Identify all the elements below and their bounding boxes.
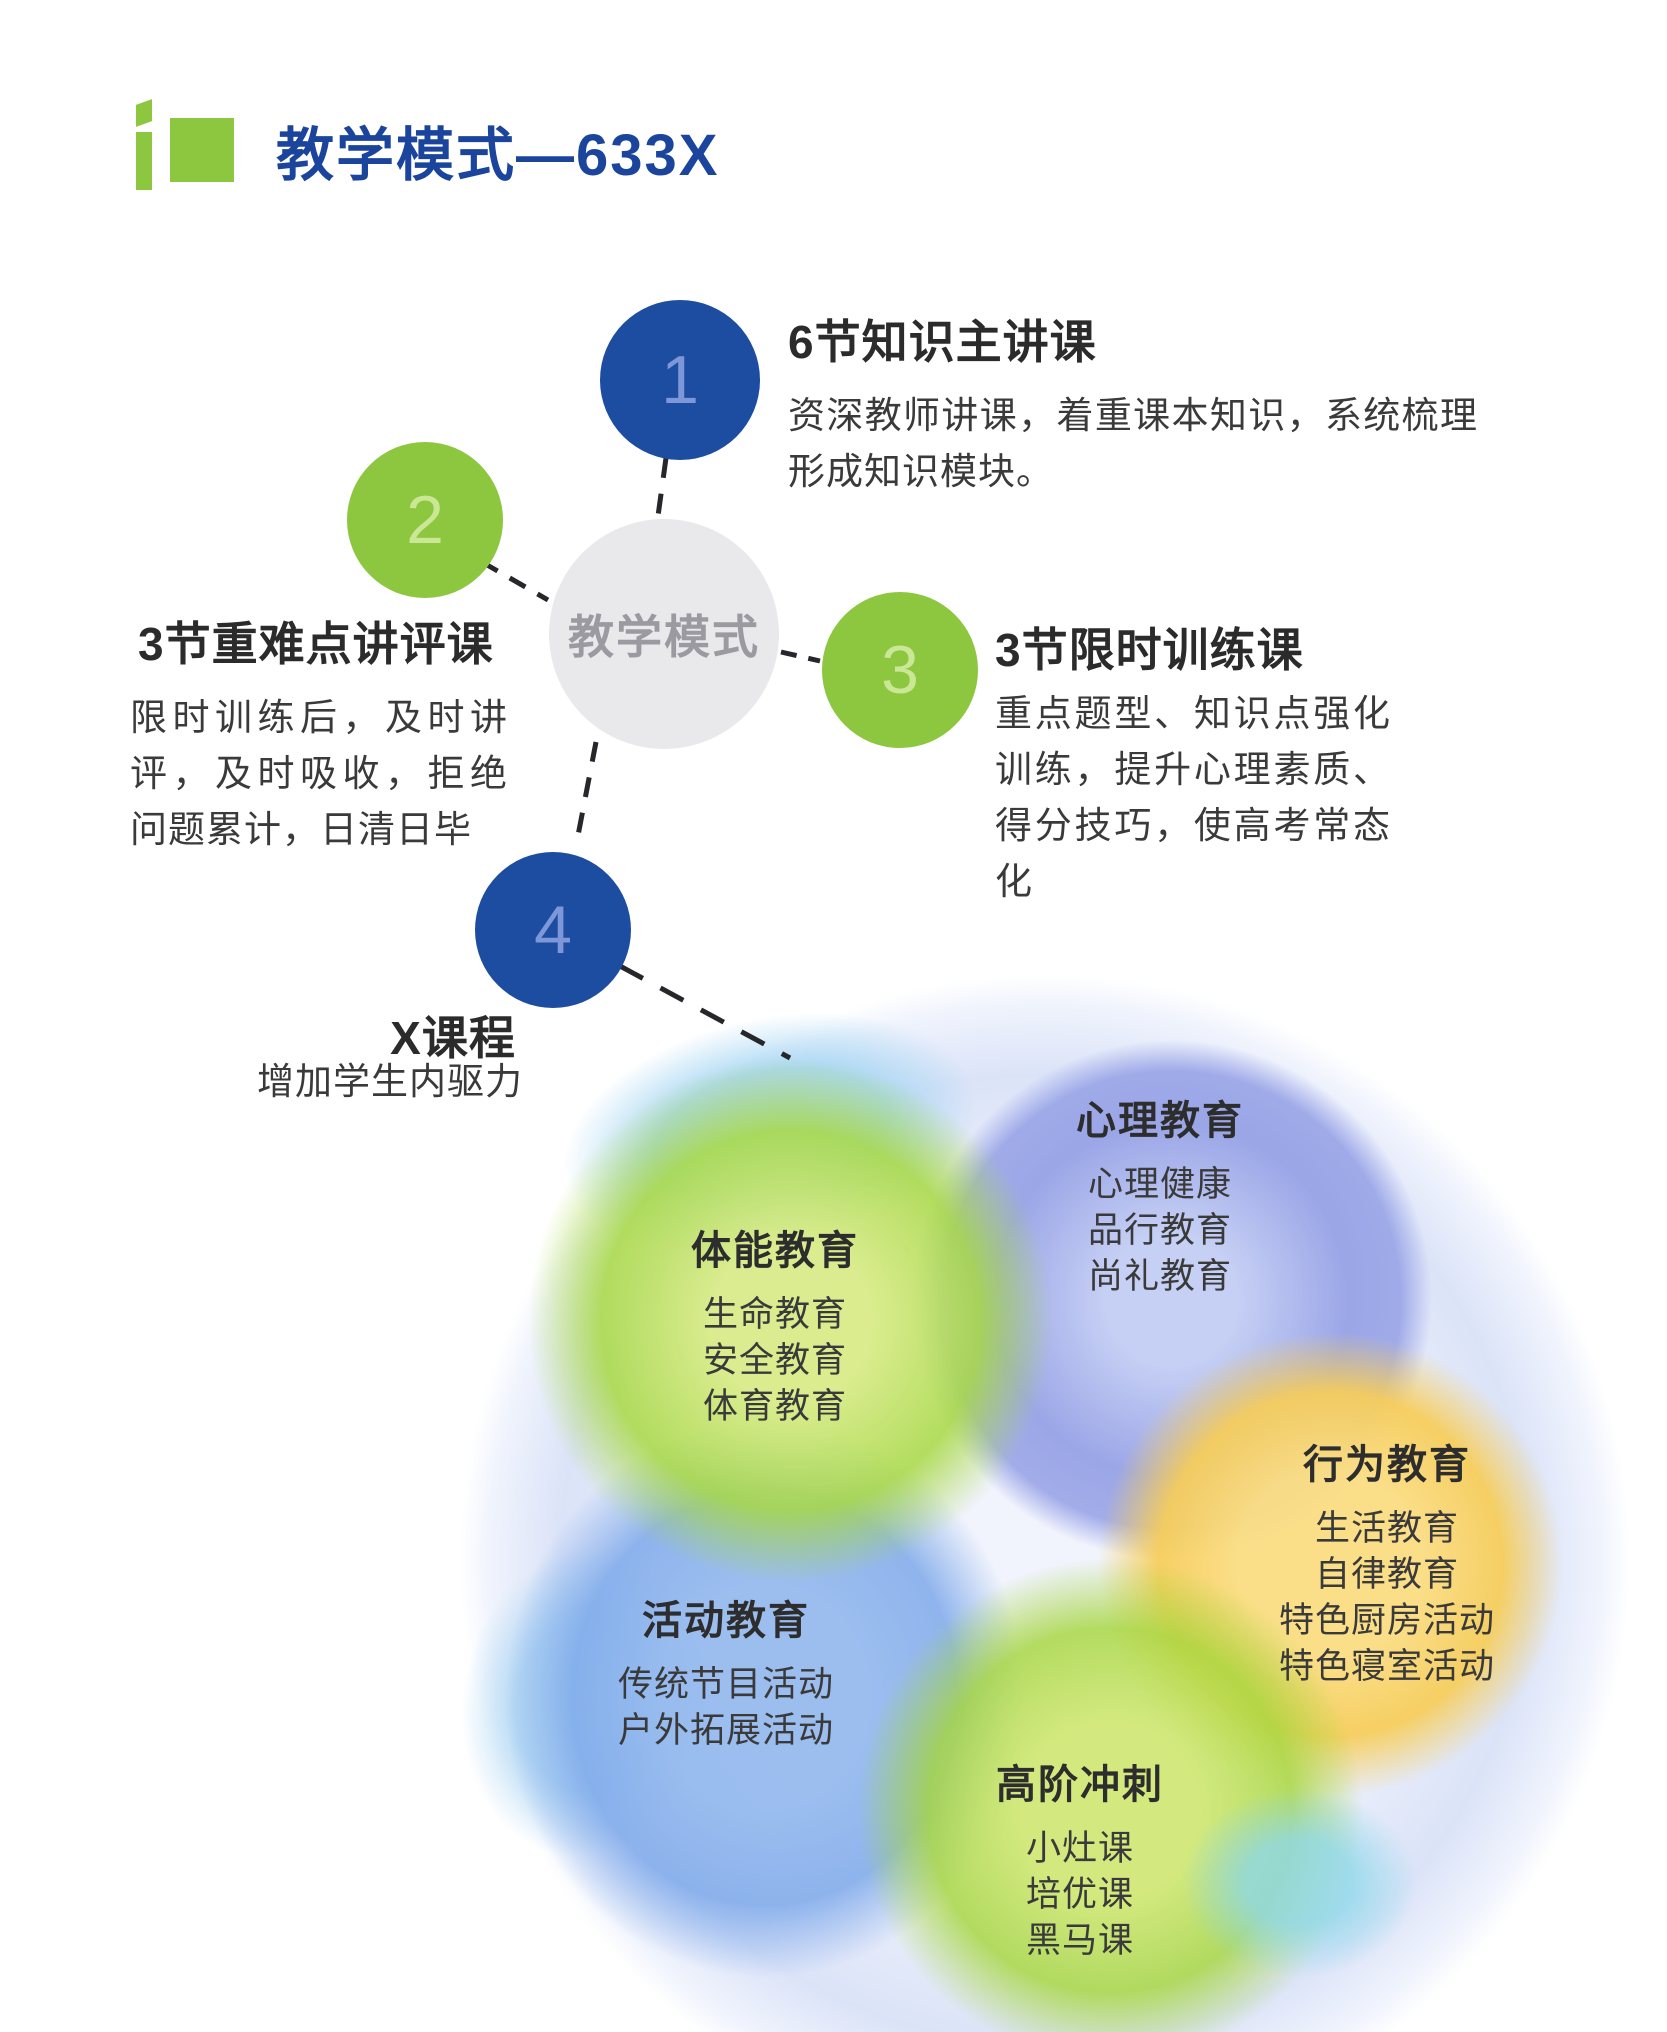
- step4-title: X课程: [390, 1012, 516, 1064]
- connector-step4-venn: [618, 963, 792, 1061]
- venn-group-item: 黑马课: [1025, 1921, 1134, 1960]
- step-circle-3: 3: [822, 592, 978, 748]
- venn-group-activity: 活动教育 传统节目活动 户外拓展活动: [551, 1588, 901, 1754]
- venn-group-behavior: 行为教育 生活教育 自律教育 特色厨房活动 特色寝室活动: [1212, 1432, 1562, 1690]
- connector-step2-center: [480, 559, 550, 603]
- step1-title: 6节知识主讲课: [788, 316, 1097, 368]
- connector-center-step3: [780, 649, 821, 664]
- logo-square-icon: [170, 118, 234, 182]
- venn-group-title: 心理教育: [1076, 1099, 1244, 1143]
- step1-desc: 资深教师讲课，着重课本知识，系统梳理形成知识模块。: [788, 395, 1478, 492]
- step2-desc: 限时训练后，及时讲评，及时吸收，拒绝问题累计，日清日毕: [130, 697, 508, 850]
- venn-group-item: 小灶课: [1025, 1829, 1134, 1868]
- venn-group-item: 尚礼教育: [1087, 1257, 1232, 1296]
- venn-group-item: 户外拓展活动: [617, 1711, 834, 1750]
- venn-group-item: 体育教育: [702, 1387, 847, 1426]
- venn-group-item: 心理健康: [1087, 1165, 1232, 1204]
- step-number-4: 4: [534, 892, 572, 968]
- venn-group-psychology: 心理教育 心理健康 品行教育 尚礼教育: [985, 1088, 1335, 1300]
- center-circle: 教学模式: [549, 519, 779, 749]
- step-circle-2: 2: [347, 442, 503, 598]
- venn-circle-physical: [528, 1058, 1053, 1583]
- venn-group-item: 自律教育: [1314, 1555, 1459, 1594]
- step-number-1: 1: [661, 342, 699, 418]
- step-circle-1: 1: [600, 300, 760, 460]
- step4-desc: 增加学生内驱力: [257, 1061, 523, 1102]
- logo-bar-icon: [136, 132, 152, 190]
- venn-group-item: 特色寝室活动: [1278, 1647, 1495, 1686]
- step-number-3: 3: [881, 632, 919, 708]
- venn-group-item: 特色厨房活动: [1278, 1601, 1495, 1640]
- venn-group-advanced: 高阶冲刺 小灶课 培优课 黑马课: [905, 1752, 1255, 1964]
- step-circle-4: 4: [475, 852, 631, 1008]
- venn-ellipse-cyan: [1182, 1788, 1417, 1978]
- venn-group-title: 体能教育: [691, 1229, 859, 1273]
- connector-step1-center: [655, 457, 669, 517]
- venn-group-item: 培优课: [1025, 1875, 1134, 1914]
- venn-group-title: 活动教育: [642, 1599, 810, 1643]
- step3-title: 3节限时训练课: [995, 624, 1304, 676]
- venn-group-title: 行为教育: [1303, 1443, 1471, 1487]
- step2-title: 3节重难点讲评课: [138, 618, 494, 670]
- venn-group-physical: 体能教育 生命教育 安全教育 体育教育: [600, 1218, 950, 1430]
- venn-group-item: 品行教育: [1087, 1211, 1232, 1250]
- page-title: 教学模式—633X: [276, 123, 720, 188]
- venn-group-title: 高阶冲刺: [996, 1763, 1164, 1807]
- step-number-2: 2: [406, 482, 444, 558]
- step3-desc: 重点题型、知识点强化训练，提升心理素质、得分技巧，使高考常态化: [995, 693, 1391, 902]
- venn-group-item: 生命教育: [702, 1295, 847, 1334]
- center-label: 教学模式: [568, 611, 760, 663]
- connector-center-step4: [573, 741, 599, 847]
- venn-group-item: 安全教育: [702, 1341, 847, 1380]
- venn-group-item: 生活教育: [1314, 1509, 1459, 1548]
- venn-group-item: 传统节目活动: [617, 1665, 834, 1704]
